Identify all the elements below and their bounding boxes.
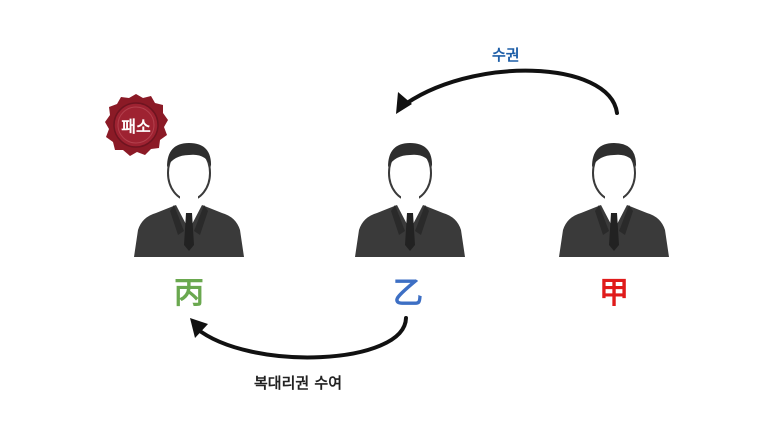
person-label-left: 丙 xyxy=(174,276,204,311)
seal-label: 패소 xyxy=(121,117,151,136)
subdelegation-caption: 복대리권 수여 xyxy=(254,374,343,392)
person-label-middle: 乙 xyxy=(393,276,423,311)
person-icon-right xyxy=(559,143,669,257)
arrow-subdelegation xyxy=(194,316,408,360)
arrow-grant-authority xyxy=(398,68,619,115)
arrow-grant-authority-head xyxy=(396,92,412,114)
person-icon-middle xyxy=(355,143,465,257)
person-icon-left xyxy=(134,143,244,257)
wax-seal-icon xyxy=(105,94,168,156)
arrow-subdelegation-head xyxy=(190,318,208,338)
person-label-right: 甲 xyxy=(599,276,629,311)
grant-authority-caption: 수권 xyxy=(492,46,520,64)
